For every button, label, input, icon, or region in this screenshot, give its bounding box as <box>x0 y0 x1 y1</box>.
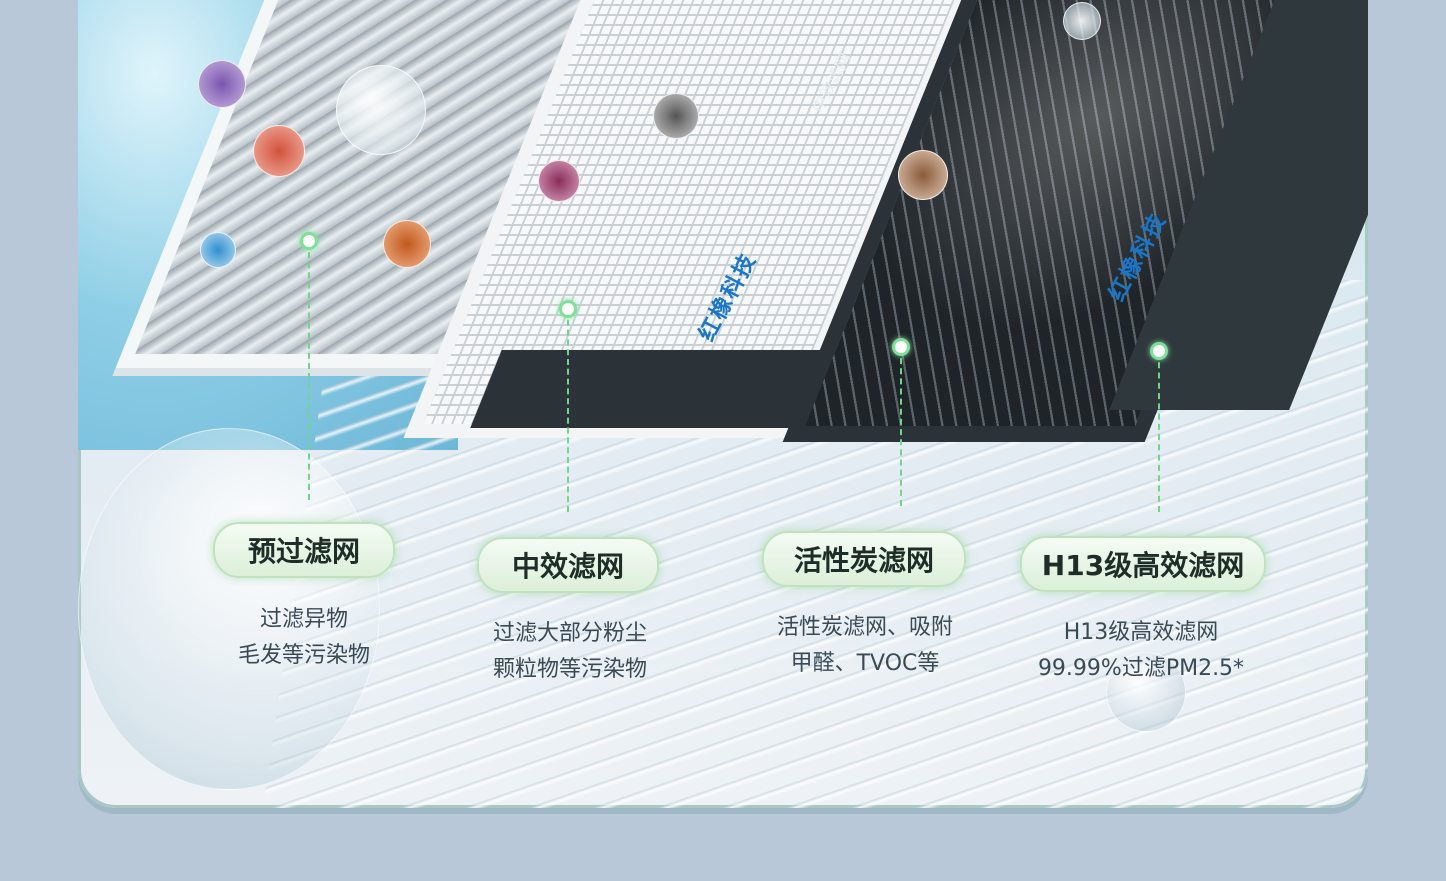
filter-label-carbon: 活性炭滤网 <box>762 531 966 587</box>
filter-label-pre: 预过滤网 <box>213 522 395 578</box>
filter-desc-hepa: H13级高效滤网 99.99%过滤PM2.5* <box>1010 615 1272 687</box>
particle-icon <box>200 232 236 268</box>
desc-line: 毛发等污染物 <box>237 643 370 668</box>
desc-line: 活性炭滤网、吸附 <box>776 615 953 640</box>
large-bubble <box>78 428 380 790</box>
connector-dot <box>1150 342 1168 360</box>
filter-desc-medium: 过滤大部分粉尘 颗粒物等污染物 <box>450 616 690 688</box>
filter-label-text: 中效滤网 <box>511 550 624 583</box>
desc-line: 过滤异物 <box>259 607 348 632</box>
filter-label-text: 活性炭滤网 <box>793 544 934 577</box>
filter-label-text: 预过滤网 <box>247 535 360 568</box>
small-bubble <box>1106 652 1186 732</box>
particle-icon <box>538 160 580 202</box>
filter-label-hepa: H13级高效滤网 <box>1020 536 1266 592</box>
desc-line: 99.99%过滤PM2.5* <box>1037 656 1245 681</box>
desc-line: H13级高效滤网 <box>1063 620 1219 645</box>
connector-line <box>900 348 902 506</box>
molecule-icon <box>336 65 426 155</box>
desc-line: 甲醛、TVOC等 <box>790 651 940 676</box>
particle-icon <box>253 125 305 177</box>
connector-dot <box>559 300 577 318</box>
connector-line <box>308 242 310 500</box>
desc-line: 颗粒物等污染物 <box>492 657 647 682</box>
connector-line <box>567 310 569 512</box>
particle-icon <box>383 220 431 268</box>
connector-dot <box>892 338 910 356</box>
filter-label-medium: 中效滤网 <box>477 537 659 593</box>
filter-desc-pre: 过滤异物 毛发等污染物 <box>204 602 404 674</box>
connector-line <box>1158 352 1160 512</box>
particle-icon <box>653 93 699 139</box>
connector-dot <box>300 232 318 250</box>
particle-icon <box>1063 2 1101 40</box>
particle-icon <box>198 60 246 108</box>
particle-icon <box>898 150 948 200</box>
product-card: 红橡科技 红橡科技 中效滤网 <box>78 0 1368 808</box>
filter-desc-carbon: 活性炭滤网、吸附 甲醛、TVOC等 <box>740 610 990 682</box>
desc-line: 过滤大部分粉尘 <box>492 621 647 646</box>
filter-label-text: H13级高效滤网 <box>1041 549 1245 582</box>
